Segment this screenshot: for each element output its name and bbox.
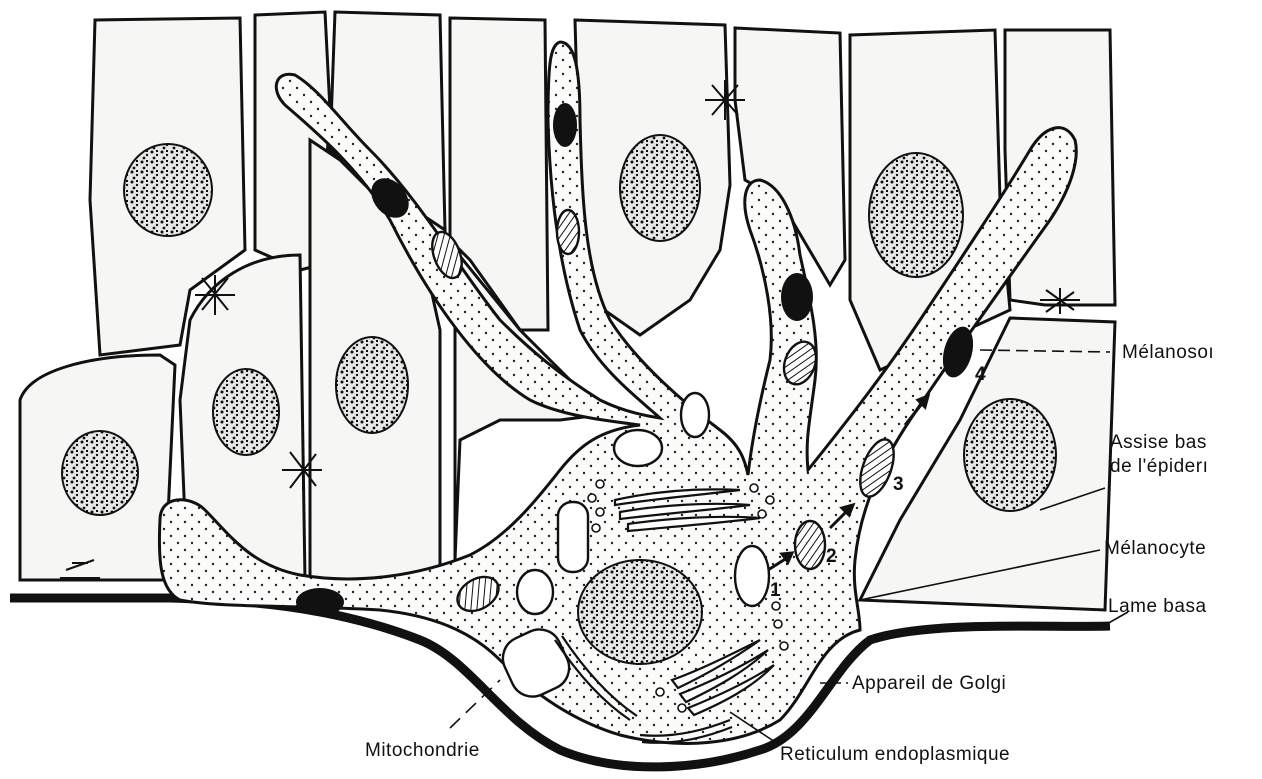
stage-3: 3: [893, 474, 904, 495]
label-assise-line1: Assise bas: [1110, 432, 1207, 453]
label-reticulum: Reticulum endoplasmique: [780, 744, 1010, 765]
melanocyte-nucleus: [578, 560, 702, 664]
stage-1: 1: [770, 580, 781, 601]
label-mitochondrie: Mitochondrie: [365, 740, 480, 761]
label-lame-basale: Lame basa: [1108, 596, 1207, 617]
label-melanocyte: Mélanocyte: [1104, 538, 1206, 559]
stage-2: 2: [826, 546, 837, 567]
label-golgi: Appareil de Golgi: [852, 673, 1006, 694]
label-melanosome: Mélanosoı: [1122, 342, 1214, 363]
label-assise-line2: de l'épiderı: [1110, 456, 1208, 477]
stage-4: 4: [975, 364, 986, 385]
